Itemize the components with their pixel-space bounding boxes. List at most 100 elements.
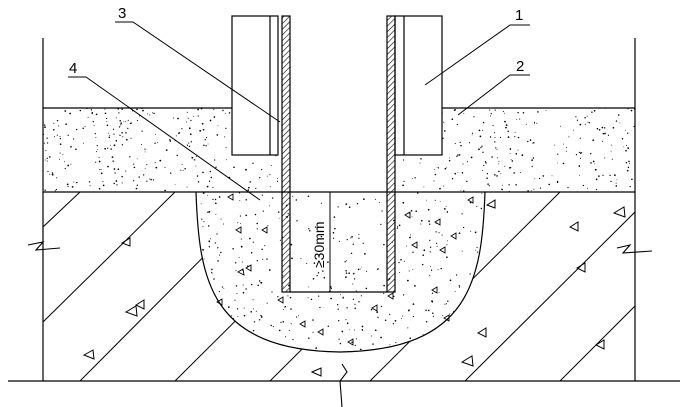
stipple-dot	[615, 185, 618, 187]
stipple-dot	[515, 184, 517, 186]
stipple-dot	[206, 194, 208, 196]
stipple-dot	[117, 168, 120, 171]
stipple-dot	[454, 291, 456, 293]
stipple-dot	[517, 136, 520, 139]
callout-2: 2	[516, 58, 524, 75]
stipple-dot	[280, 321, 282, 324]
stipple-dot	[59, 136, 61, 138]
stipple-dot	[410, 209, 413, 212]
stipple-dot	[494, 132, 496, 134]
stipple-dot	[531, 165, 533, 168]
stipple-dot	[351, 153, 354, 156]
stipple-dot	[113, 144, 116, 147]
stipple-dot	[419, 162, 421, 164]
stipple-dot	[339, 160, 341, 162]
stipple-dot	[264, 245, 266, 247]
stipple-dot	[457, 154, 459, 156]
stipple-dot	[416, 192, 419, 194]
stipple-dot	[319, 306, 321, 309]
stipple-dot	[46, 157, 48, 159]
stipple-dot	[152, 112, 154, 114]
stipple-dot	[62, 154, 64, 155]
stipple-dot	[196, 175, 199, 177]
stipple-dot	[482, 121, 485, 124]
stipple-dot	[133, 163, 135, 165]
stipple-dot	[104, 147, 106, 150]
stipple-dot	[350, 252, 353, 255]
stipple-dot	[308, 228, 310, 230]
stipple-dot	[433, 180, 435, 182]
stipple-dot	[305, 181, 307, 183]
stipple-dot	[243, 307, 245, 309]
stipple-dot	[447, 240, 448, 242]
stipple-dot	[204, 139, 206, 141]
stipple-dot	[140, 143, 142, 146]
stipple-dot	[339, 179, 341, 182]
stipple-dot	[326, 167, 328, 170]
stipple-dot	[345, 272, 348, 274]
stipple-dot	[507, 136, 510, 138]
stipple-dot	[433, 343, 435, 345]
stipple-dot	[470, 156, 473, 159]
stipple-dot	[461, 172, 464, 174]
stipple-dot	[602, 174, 604, 177]
stipple-dot	[449, 157, 450, 159]
stipple-dot	[219, 254, 221, 256]
stipple-dot	[54, 136, 56, 138]
stipple-dot	[445, 303, 447, 305]
stipple-dot	[309, 115, 311, 117]
stipple-dot	[475, 249, 477, 251]
stipple-dot	[456, 123, 458, 126]
stipple-dot	[144, 167, 146, 169]
stipple-dot	[248, 237, 251, 240]
stipple-dot	[534, 178, 536, 180]
stipple-dot	[478, 129, 481, 132]
stipple-dot	[138, 115, 140, 117]
stipple-dot	[505, 126, 507, 129]
stipple-dot	[486, 173, 489, 175]
stipple-dot	[478, 148, 480, 151]
stipple-dot	[319, 117, 322, 120]
stipple-dot	[412, 251, 414, 254]
stipple-dot	[188, 127, 191, 130]
stipple-dot	[213, 329, 216, 332]
stipple-dot	[143, 174, 145, 176]
stipple-dot	[295, 182, 297, 184]
stipple-dot	[199, 129, 202, 132]
stipple-dot	[430, 269, 433, 271]
stipple-dot	[47, 170, 49, 173]
stipple-dot	[568, 136, 570, 138]
stipple-dot	[481, 145, 483, 147]
stipple-dot	[520, 171, 522, 174]
stipple-dot	[176, 154, 178, 157]
stipple-dot	[133, 180, 135, 182]
stipple-dot	[444, 130, 446, 132]
stipple-dot	[233, 166, 235, 169]
stipple-dot	[515, 152, 518, 155]
stipple-dot	[383, 292, 385, 295]
stipple-dot	[453, 109, 456, 111]
stipple-dot	[287, 295, 289, 297]
stipple-dot	[432, 312, 434, 315]
stipple-dot	[259, 281, 261, 283]
stipple-dot	[284, 306, 286, 308]
stipple-dot	[279, 239, 281, 241]
stipple-dot	[514, 131, 516, 133]
stipple-dot	[260, 314, 262, 317]
stipple-dot	[320, 202, 322, 204]
stipple-dot	[177, 117, 179, 120]
stipple-dot	[337, 308, 339, 310]
stipple-dot	[447, 300, 449, 302]
stipple-dot	[236, 308, 239, 310]
stipple-dot	[197, 282, 199, 284]
stipple-dot	[242, 291, 245, 294]
concrete-base	[43, 192, 635, 381]
stipple-dot	[238, 339, 240, 341]
stipple-dot	[584, 123, 586, 125]
stipple-dot	[403, 350, 405, 351]
stipple-dot	[256, 228, 258, 230]
stipple-dot	[268, 205, 270, 207]
section-outlines	[8, 38, 680, 382]
stipple-dot	[578, 151, 581, 154]
stipple-dot	[202, 128, 205, 131]
